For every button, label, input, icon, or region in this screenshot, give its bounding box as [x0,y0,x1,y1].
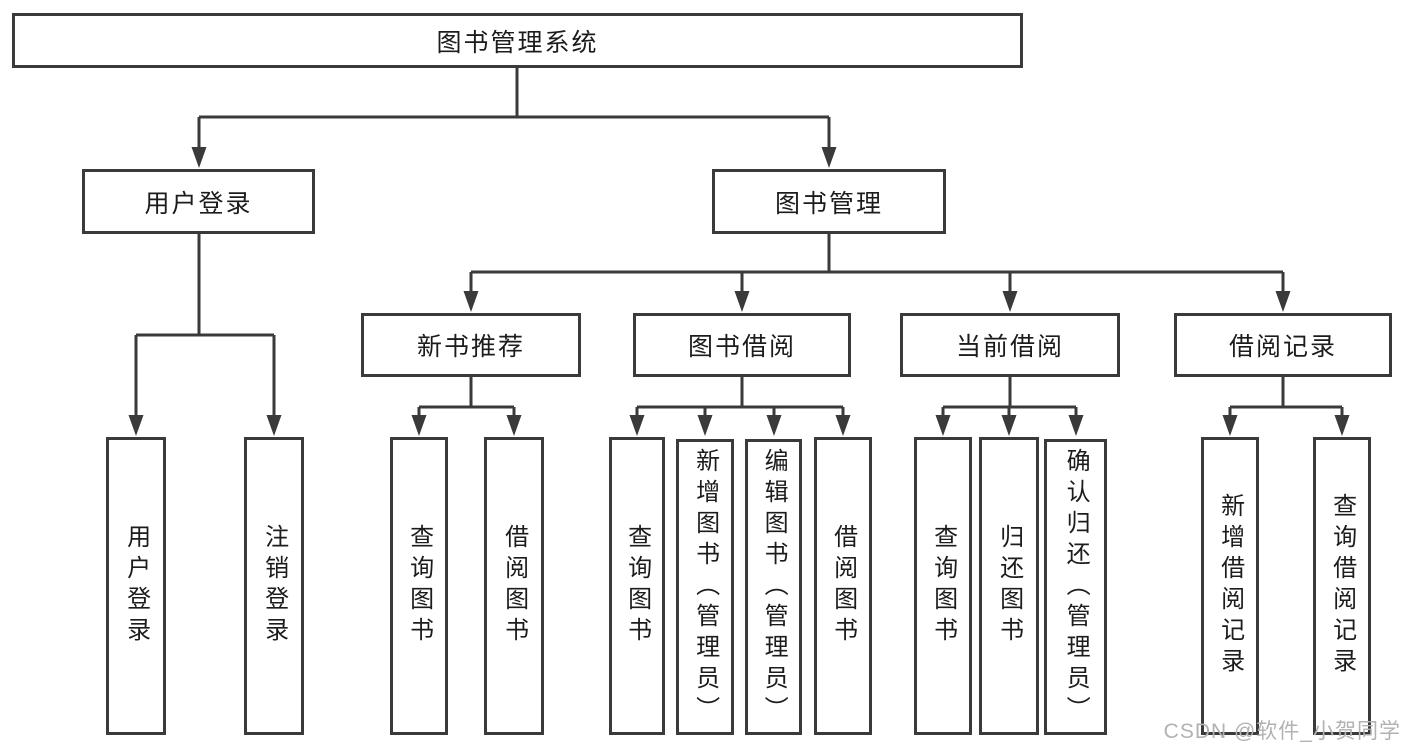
leaf-edit-book-admin-label: 编辑图书（管理员） [760,447,788,727]
node-current-borrow-label: 当前借阅 [955,333,1064,361]
leaf-add-borrow-record: 新增借阅记录 [1201,437,1259,735]
node-root-label: 图书管理系统 [436,28,599,57]
node-borrow-records: 借阅记录 [1174,313,1392,377]
leaf-query-book-3-label: 查询图书 [929,524,957,648]
leaf-borrow-book-1-label: 借阅图书 [500,524,528,648]
leaf-add-book-admin: 新增图书（管理员） [676,439,734,735]
node-root: 图书管理系统 [12,13,1023,68]
csdn-watermark: CSDN @软件_小贺同学 [1163,720,1401,743]
leaf-borrow-book-1: 借阅图书 [484,437,544,735]
leaf-user-login-label: 用户登录 [122,524,150,648]
node-borrow-records-label: 借阅记录 [1228,333,1337,361]
node-user-login: 用户登录 [82,169,315,234]
leaf-return-book-label: 归还图书 [995,524,1023,648]
leaf-query-book-3: 查询图书 [914,437,972,735]
node-current-borrow: 当前借阅 [900,313,1120,377]
arrowheads [128,147,1350,436]
leaf-query-book-2: 查询图书 [609,437,665,735]
node-book-borrow-label: 图书借阅 [687,333,796,361]
leaf-logout-label: 注销登录 [260,524,288,648]
leaf-return-book: 归还图书 [979,437,1039,735]
node-book-management: 图书管理 [712,169,946,234]
leaf-add-book-admin-label: 新增图书（管理员） [691,447,719,727]
leaf-borrow-book-2-label: 借阅图书 [829,524,857,648]
leaf-query-book-2-label: 查询图书 [623,524,651,648]
leaf-add-borrow-record-label: 新增借阅记录 [1216,493,1244,679]
node-book-borrow: 图书借阅 [633,313,851,377]
node-book-management-label: 图书管理 [774,189,883,218]
leaf-borrow-book-2: 借阅图书 [814,437,872,735]
leaf-edit-book-admin: 编辑图书（管理员） [745,439,802,735]
leaf-query-borrow-record-label: 查询借阅记录 [1328,493,1356,679]
connector-paths [134,68,1344,418]
leaf-user-login: 用户登录 [106,437,166,735]
node-new-book-recommend: 新书推荐 [361,313,581,377]
node-new-book-recommend-label: 新书推荐 [416,333,525,361]
leaf-query-book-1: 查询图书 [390,437,448,735]
leaf-logout: 注销登录 [244,437,304,735]
node-user-login-label: 用户登录 [144,189,253,218]
leaf-confirm-return-admin: 确认归还（管理员） [1044,439,1107,735]
leaf-query-borrow-record: 查询借阅记录 [1313,437,1371,735]
leaf-query-book-1-label: 查询图书 [405,524,433,648]
leaf-confirm-return-admin-label: 确认归还（管理员） [1062,447,1090,727]
